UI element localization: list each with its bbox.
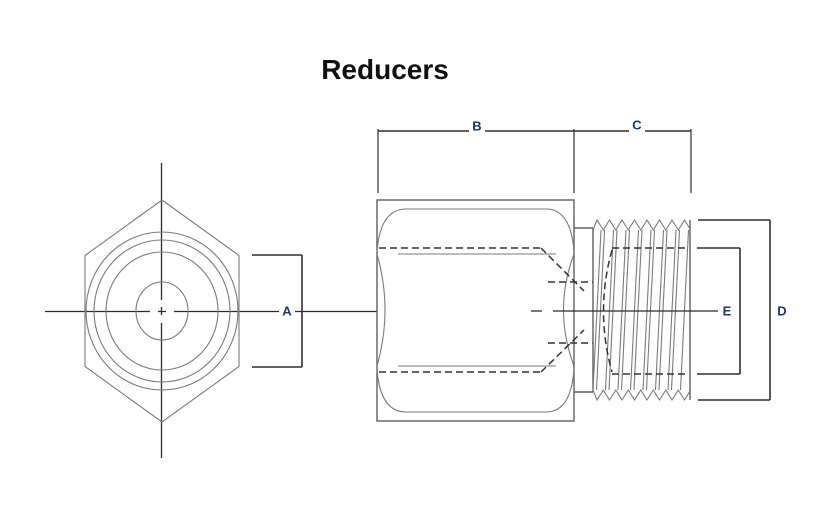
- hex-top-face-arc: [376, 208, 575, 253]
- side-view-hex-body: [376, 199, 593, 422]
- dimension-C-label-bg: [629, 117, 645, 133]
- dimension-label-d: D: [777, 304, 786, 319]
- dimension-A-label-bg: [279, 303, 295, 319]
- side-view-threaded-end: [574, 218, 691, 402]
- circle-chamfer: [93, 239, 231, 383]
- dimension-C: C: [574, 117, 692, 193]
- bore-hidden-lines: [548, 281, 593, 344]
- circle-outer: [85, 231, 239, 391]
- dimension-E-bracket: [697, 247, 741, 375]
- hex-body-outline: [376, 199, 575, 422]
- dimension-label-e: E: [723, 304, 732, 319]
- dimension-B-label-bg: [469, 118, 485, 134]
- hexagon-outline: [84, 199, 240, 423]
- dimension-A: A: [252, 254, 303, 368]
- hex-face-divider-lines: [398, 253, 556, 367]
- neck-edges: [574, 227, 594, 393]
- dimension-E-label-bg: [719, 303, 735, 319]
- dimension-B: B: [377, 118, 575, 193]
- hex-middle-face-arcs: [376, 253, 575, 367]
- thread-flank-lines: [592, 229, 690, 391]
- dimension-label-b: B: [472, 119, 481, 134]
- dimension-D-bracket: [698, 219, 771, 401]
- front-view: [45, 163, 377, 458]
- dimension-E: E: [697, 247, 741, 375]
- circle-bore: [135, 281, 189, 341]
- dimension-label-c: C: [632, 118, 642, 133]
- thread-crest-bottom: [592, 388, 691, 402]
- female-thread-hidden-lines: [379, 247, 585, 373]
- dimension-B-witness-lines: [377, 129, 575, 193]
- dimension-D: D: [698, 219, 787, 401]
- hex-bottom-face-arc: [376, 368, 575, 413]
- dimension-label-a: A: [282, 304, 292, 319]
- circle-thread-major: [105, 251, 219, 371]
- thread-crest-top: [592, 218, 691, 232]
- page-title: Reducers: [321, 54, 449, 85]
- dimension-A-bracket: [252, 254, 303, 368]
